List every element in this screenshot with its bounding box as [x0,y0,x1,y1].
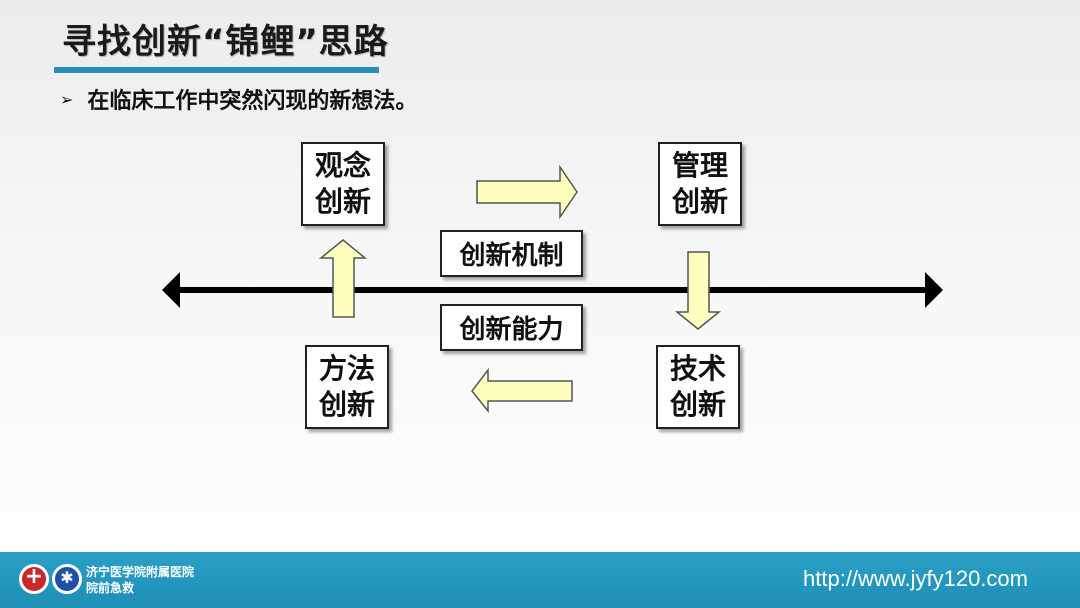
hospital-logo-icon [19,564,49,594]
organization-name: 济宁医学院附属医院 院前急救 [86,564,194,596]
bullet-point: ➢ 在临床工作中突然闪现的新想法。 [60,83,417,115]
org-line-2: 院前急救 [86,581,135,595]
node-concept-innovation: 观念 创新 [301,142,385,226]
emergency-logo-icon [52,564,82,594]
node-line: 观念 [314,149,371,183]
bullet-text: 在临床工作中突然闪现的新想法。 [87,89,418,114]
axis-right-arrowhead [925,272,943,308]
node-line: 创新 [318,388,375,421]
innovation-diagram [162,164,943,414]
bullet-arrow-icon: ➢ [60,89,74,109]
website-url: http://www.jyfy120.com [803,566,1028,591]
node-line: 创新 [314,185,371,218]
node-line: 方法 [318,352,375,386]
node-management-innovation: 管理 创新 [658,142,742,226]
org-line-1: 济宁医学院附属医院 [86,565,195,579]
footer-bar: 济宁医学院附属医院 院前急救 http://www.jyfy120.com [0,552,1080,608]
arrow-right [476,164,578,220]
node-line: 技术 [669,352,726,386]
node-line: 创新 [669,388,726,421]
arrow-down [674,251,722,330]
axis-left-arrowhead [162,272,180,308]
node-method-innovation: 方法 创新 [305,345,389,429]
title-underline [54,67,379,73]
slide-title: 寻找创新“锦鲤”思路 [62,22,389,62]
arrow-left [471,367,573,414]
node-line: 管理 [671,149,728,183]
label-innovation-mechanism: 创新机制 [440,230,583,277]
arrow-up [318,239,368,318]
node-technology-innovation: 技术 创新 [656,345,740,429]
label-innovation-ability: 创新能力 [440,304,583,351]
node-line: 创新 [671,185,728,218]
